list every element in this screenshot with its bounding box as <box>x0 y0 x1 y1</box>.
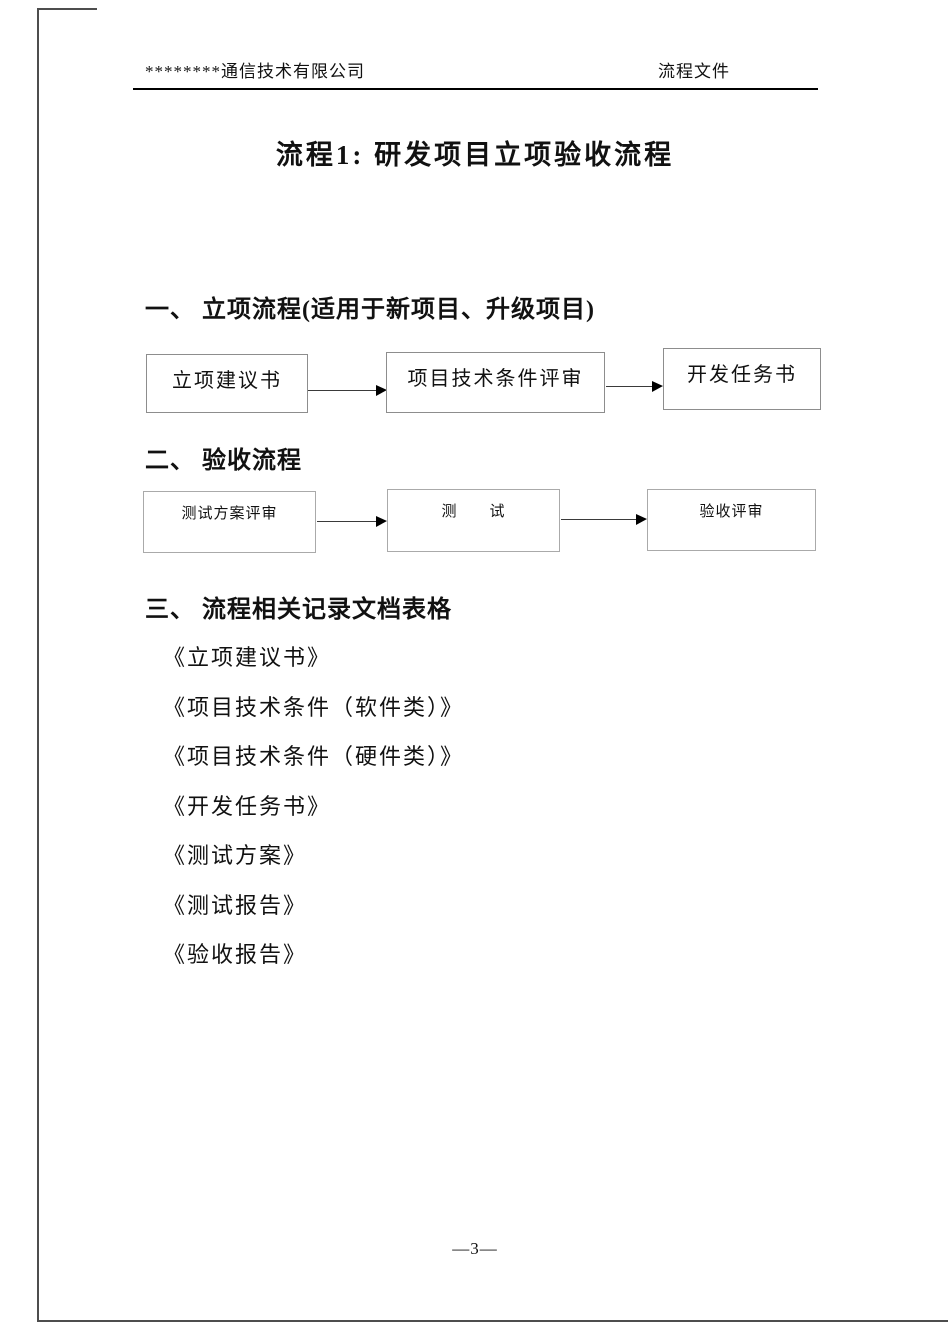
page-number: —3— <box>452 1239 498 1258</box>
list-item-doc: 《测试方案》 <box>163 843 308 868</box>
header-company-name: ********通信技术有限公司 <box>145 62 365 81</box>
list-item-doc: 《项目技术条件（软件类）》 <box>163 694 465 720</box>
flow2-box-testplan-review: 测试方案评审 <box>143 491 316 553</box>
flow2-box-acceptance-review: 验收评审 <box>647 489 816 551</box>
list-item-doc: 《测试报告》 <box>163 892 308 918</box>
flow1-box-dev-task: 开发任务书 <box>663 348 821 410</box>
scan-border-bottom <box>37 1320 948 1322</box>
scan-border-left <box>37 8 39 1322</box>
flow1-arrow-2 <box>606 381 663 392</box>
list-item-doc: 《项目技术条件（硬件类）》 <box>163 744 465 769</box>
section-heading-acceptance-flow: 二、 验收流程 <box>145 448 302 474</box>
section-heading-related-documents: 三、 流程相关记录文档表格 <box>145 597 452 623</box>
list-item-doc: 《立项建议书》 <box>163 645 332 670</box>
section-heading-initiation-flow: 一、 立项流程(适用于新项目、升级项目) <box>145 297 595 323</box>
related-document-list: 《立项建议书》 《项目技术条件（软件类）》 《项目技术条件（硬件类）》 《开发任… <box>163 633 464 980</box>
list-item-doc: 《开发任务书》 <box>163 793 332 819</box>
flow1-arrow-1 <box>308 385 387 396</box>
flow2-arrow-2 <box>561 514 647 525</box>
page-title: 流程1: 研发项目立项验收流程 <box>275 140 675 170</box>
page-header: ********通信技术有限公司 流程文件 <box>133 54 818 90</box>
list-item-doc: 《验收报告》 <box>163 942 308 967</box>
scan-border-top-tick <box>37 8 97 10</box>
flow1-box-proposal: 立项建议书 <box>146 354 308 413</box>
flow1-box-tech-review: 项目技术条件评审 <box>386 352 605 413</box>
flow2-box-testing: 测 试 <box>387 489 560 552</box>
flow2-arrow-1 <box>317 516 387 527</box>
header-doc-type: 流程文件 <box>658 62 730 81</box>
